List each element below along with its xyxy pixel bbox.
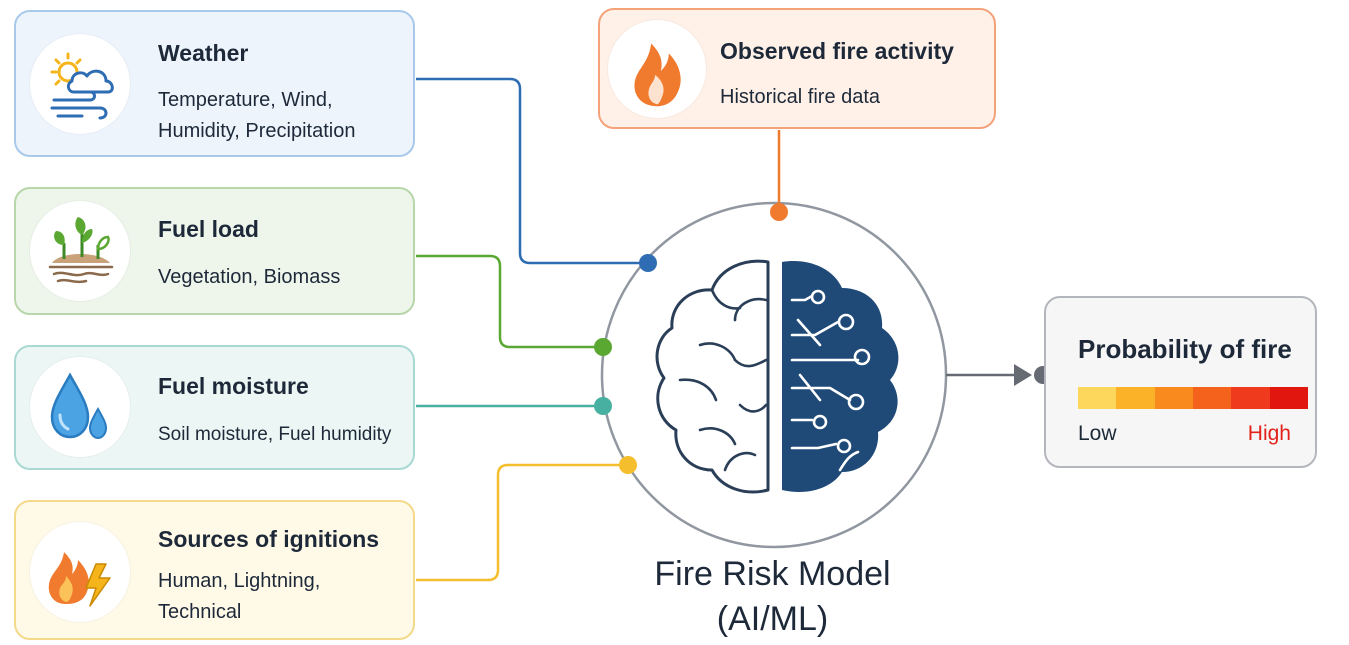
fuel-moisture-description: Soil moisture, Fuel humidity (158, 424, 392, 445)
fuel-load-dot (594, 338, 612, 356)
probability-scale-segment (1269, 387, 1308, 409)
weather-title: Weather (158, 40, 249, 66)
fuel-load-connector (416, 254, 603, 349)
ignitions-description: Human, Lightning, Technical (158, 570, 321, 623)
fuel-moisture-card: Fuel moisture Soil moisture, Fuel humidi… (14, 345, 415, 470)
probability-scale (1078, 387, 1308, 409)
observed-fire-card: Observed fire activity Historical fire d… (598, 8, 996, 129)
probability-scale-segment (1231, 387, 1270, 409)
weather-dot (639, 254, 657, 272)
water-drop-icon (30, 357, 130, 457)
probability-scale-segment (1116, 387, 1155, 409)
probability-card: Probability of fire Low High (1044, 296, 1317, 468)
fuel-load-description: Vegetation, Biomass (158, 266, 341, 288)
ignitions-title: Sources of ignitions (158, 526, 380, 552)
weather-connector (416, 77, 648, 265)
plant-soil-icon (30, 201, 130, 301)
fuel-load-title: Fuel load (158, 216, 259, 242)
ignitions-connector (416, 463, 628, 582)
probability-scale-segment (1154, 387, 1193, 409)
ignitions-dot (619, 456, 637, 474)
model-title: Fire Risk Model (AI/ML) (654, 555, 891, 638)
probability-scale-segment (1192, 387, 1232, 409)
probability-low-label: Low (1078, 422, 1117, 445)
model-circle (600, 201, 948, 549)
brain-circuit-icon (655, 259, 899, 494)
probability-high-label: High (1247, 422, 1291, 445)
output-arrowhead (1014, 364, 1032, 386)
observed-fire-title: Observed fire activity (720, 38, 954, 64)
probability-scale-segment (1078, 387, 1117, 409)
probability-title: Probability of fire (1078, 334, 1292, 364)
ignitions-card: Sources of ignitions Human, Lightning, T… (14, 500, 415, 640)
flame-icon (608, 20, 706, 118)
weather-icon (30, 34, 130, 134)
fuel-load-card: Fuel load Vegetation, Biomass (14, 187, 415, 315)
weather-card: Weather Temperature, Wind, Humidity, Pre… (14, 10, 415, 157)
fuel-moisture-dot (594, 397, 612, 415)
fire-lightning-icon (30, 522, 130, 622)
observed-dot (770, 203, 788, 221)
observed-fire-description: Historical fire data (720, 86, 881, 108)
fuel-moisture-title: Fuel moisture (158, 373, 309, 399)
weather-description: Temperature, Wind, Humidity, Precipitati… (158, 89, 356, 142)
